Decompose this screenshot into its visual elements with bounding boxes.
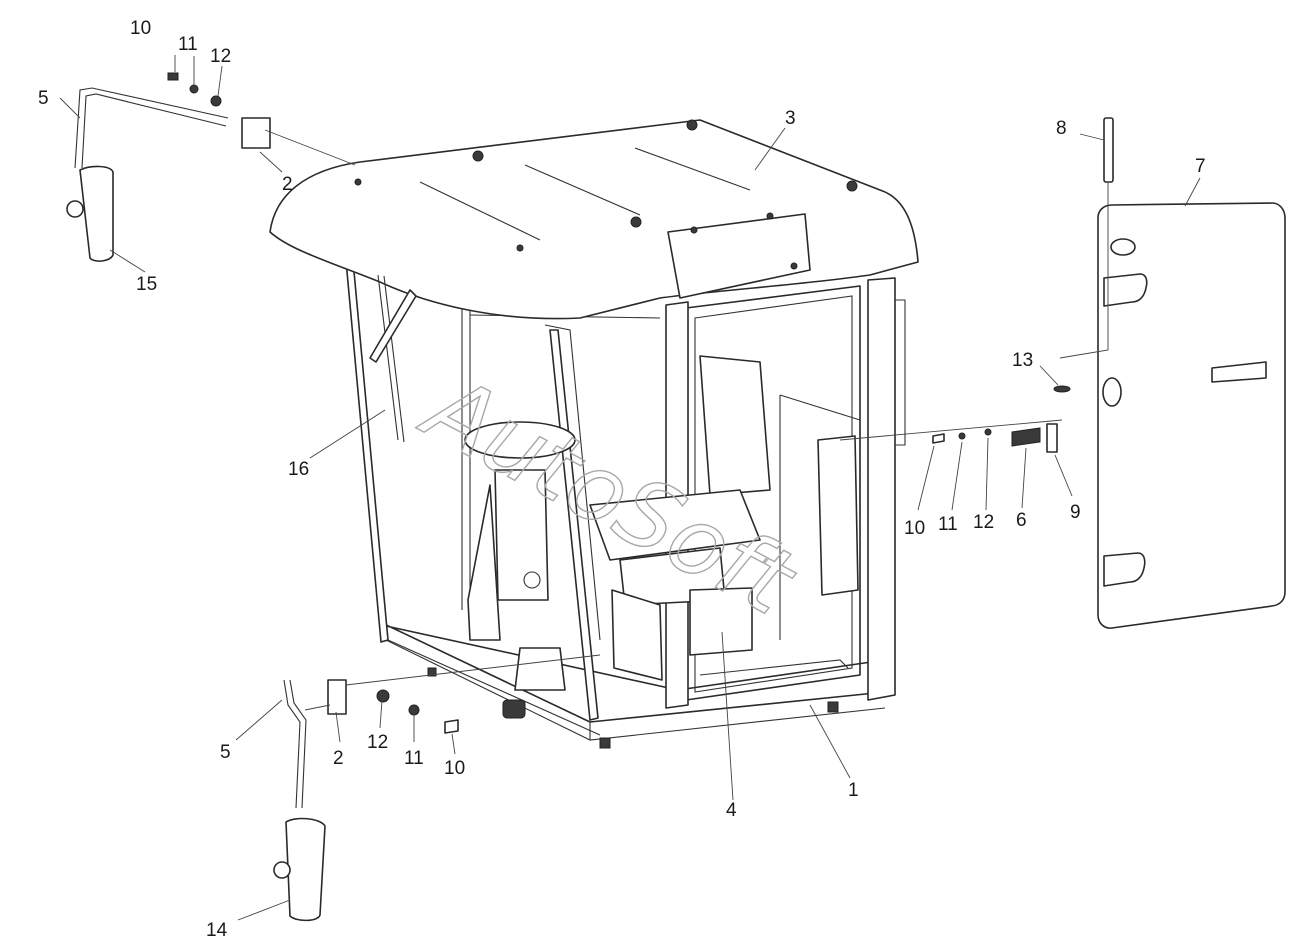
label-6: 6 (1016, 510, 1027, 531)
mirror-lower-left (273, 654, 601, 922)
leader-lines (59, 55, 1201, 921)
label-13: 13 (1012, 350, 1033, 371)
wiper (369, 274, 417, 443)
label-2-top: 2 (282, 174, 293, 195)
label-11-top: 11 (178, 34, 198, 55)
label-5-bottom: 5 (220, 742, 231, 763)
label-10-top: 10 (130, 18, 151, 39)
label-12-top: 12 (210, 46, 231, 67)
label-10-right: 10 (904, 518, 925, 539)
label-12-bottom: 12 (367, 732, 388, 753)
operator-seat (589, 355, 771, 681)
label-8: 8 (1056, 118, 1067, 139)
mirror-upper-left (66, 72, 356, 262)
door-pin (1053, 117, 1114, 393)
label-15: 15 (136, 274, 157, 295)
label-3: 3 (785, 108, 796, 129)
label-14: 14 (206, 920, 228, 941)
label-1: 1 (848, 780, 859, 801)
label-4: 4 (726, 800, 737, 821)
cab-door (1097, 202, 1286, 629)
steering-column (464, 421, 576, 691)
label-10-bottom: 10 (444, 758, 465, 779)
door-latch (839, 419, 1063, 453)
label-9: 9 (1070, 502, 1081, 523)
part-labels: 10 11 12 5 2 15 16 3 8 7 13 10 11 12 6 9… (38, 18, 1206, 941)
label-5-top: 5 (38, 88, 49, 109)
label-12-right: 12 (973, 512, 994, 533)
label-2-bottom: 2 (333, 748, 344, 769)
label-11-bottom: 11 (404, 748, 424, 769)
side-bracket (817, 435, 859, 596)
cab-roof (269, 119, 919, 320)
label-11-right: 11 (938, 514, 958, 535)
label-7: 7 (1195, 156, 1206, 177)
label-16: 16 (288, 459, 309, 480)
